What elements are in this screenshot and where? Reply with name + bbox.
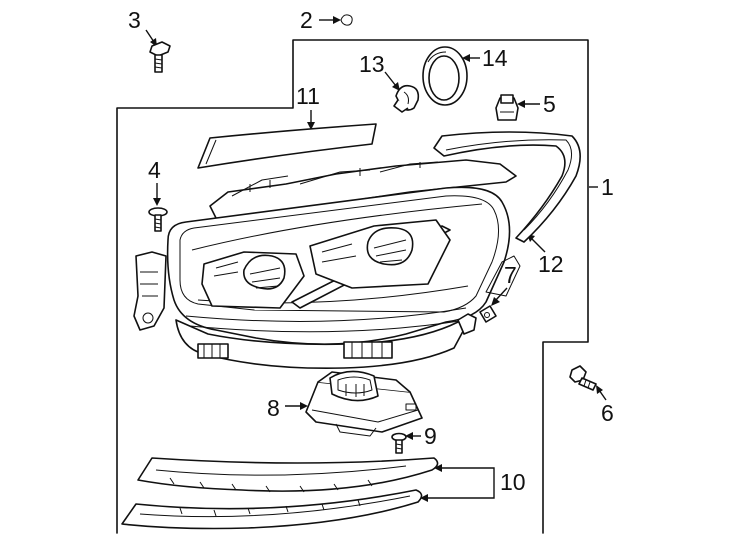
callout-14: 14 (462, 45, 508, 71)
part-9-screw (391, 432, 407, 454)
callout-11-label: 11 (296, 83, 320, 109)
callout-14-label: 14 (482, 45, 508, 71)
part-6-bolt (569, 365, 597, 391)
callout-2-label: 2 (300, 7, 313, 33)
part-10-lower-trim-strip (121, 489, 423, 530)
callout-1-label: 1 (601, 174, 614, 200)
part-14-cover-cap (422, 46, 468, 106)
callout-7-label: 7 (504, 262, 517, 288)
part-10-upper-trim-strip (137, 457, 439, 493)
callout-13: 13 (359, 51, 400, 91)
part-11-upper-trim (197, 123, 377, 169)
callout-1: 1 (589, 174, 614, 200)
callout-13-label: 13 (359, 51, 385, 77)
callout-5-label: 5 (543, 91, 556, 117)
part-13-bulb (393, 84, 420, 113)
callout-8-label: 8 (267, 395, 280, 421)
callout-2: 2 (300, 7, 341, 33)
part-2-clip (340, 14, 353, 26)
part-12-side-bracket (433, 131, 581, 243)
callout-9-label: 9 (424, 423, 437, 449)
callout-11: 11 (296, 83, 320, 130)
callout-4: 4 (148, 157, 161, 206)
callout-8: 8 (267, 395, 308, 421)
callout-10: 10 (420, 464, 526, 502)
part-7-clip (479, 305, 497, 323)
callout-6-label: 6 (601, 400, 614, 426)
callout-9: 9 (405, 423, 437, 449)
callout-4-label: 4 (148, 157, 161, 183)
part-5-clip-nut (495, 94, 519, 121)
callout-12-label: 12 (538, 251, 564, 277)
callout-10-label: 10 (500, 469, 526, 495)
part-4-screw (148, 207, 168, 232)
callout-12: 12 (527, 234, 564, 277)
part-3-bolt (149, 41, 171, 73)
assembly-boundary-frame (116, 39, 589, 534)
callout-3: 3 (128, 7, 157, 47)
callout-5: 5 (517, 91, 556, 117)
callout-6: 6 (596, 385, 614, 426)
part-1-headlamp-assembly (133, 159, 521, 370)
callout-3-label: 3 (128, 7, 141, 33)
part-8-control-module (305, 370, 423, 437)
